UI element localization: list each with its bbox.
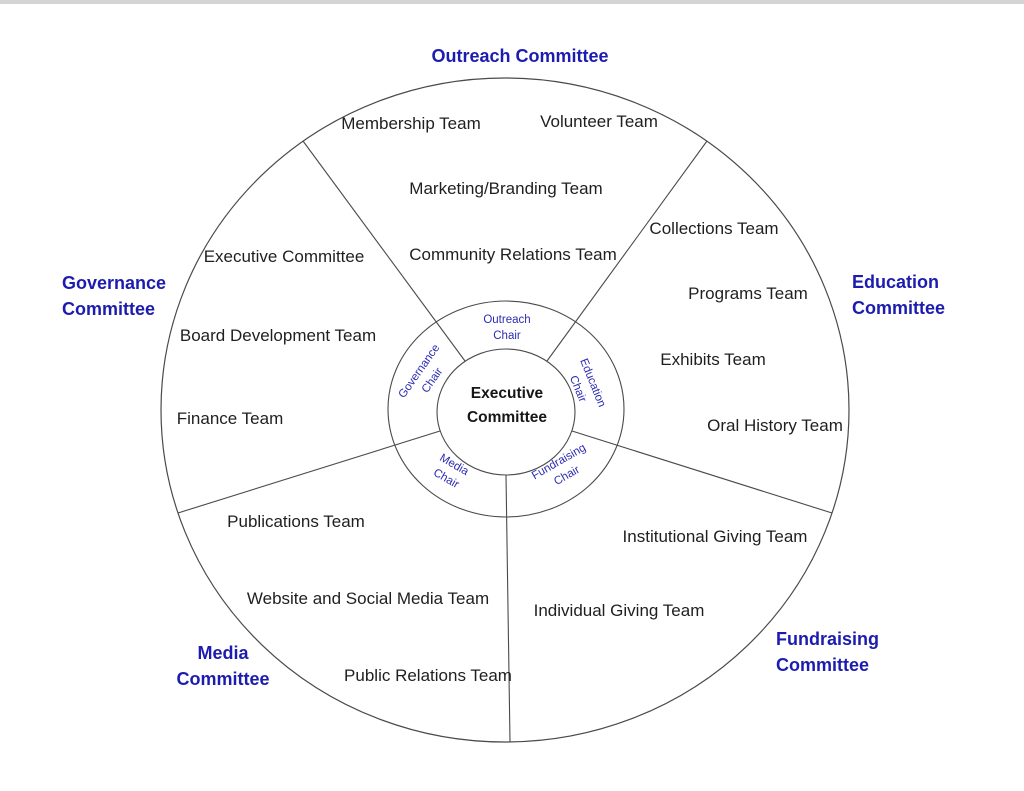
center-label-text: Executive xyxy=(470,385,544,402)
committee-label-text: Committee xyxy=(62,299,156,319)
chair-label-text: Outreach xyxy=(483,314,531,326)
team-label-exhibits: Exhibits Team xyxy=(660,350,766,369)
team-label-volunteer: Volunteer Team xyxy=(540,112,658,131)
sector-divider-education-fundraising xyxy=(571,430,833,514)
committee-label-text: Outreach Committee xyxy=(431,46,609,66)
center-label: Executive Committee xyxy=(467,382,547,430)
team-label-marketing-branding: Marketing/Branding Team xyxy=(409,179,603,198)
team-label-membership: Membership Team xyxy=(341,114,481,133)
team-label-public-relations: Public Relations Team xyxy=(344,666,512,685)
sector-divider-media-governance xyxy=(177,430,441,514)
committee-label-education: Education Committee xyxy=(852,269,945,321)
team-label-institutional-giving: Institutional Giving Team xyxy=(622,527,808,546)
team-label-publications: Publications Team xyxy=(227,512,365,531)
sector-divider-governance-outreach xyxy=(302,140,466,362)
team-label-finance: Finance Team xyxy=(176,409,284,428)
committee-label-text: Media xyxy=(197,643,249,663)
committee-label-text: Education xyxy=(852,272,940,292)
window-top-edge xyxy=(0,0,1024,4)
committee-label-text: Committee xyxy=(852,298,946,318)
committee-label-fundraising: Fundraising Committee xyxy=(776,626,879,678)
team-label-collections: Collections Team xyxy=(649,219,779,238)
committee-label-governance: Governance Committee xyxy=(62,270,166,322)
team-label-programs: Programs Team xyxy=(688,284,808,303)
sector-divider-fundraising-media xyxy=(505,474,511,743)
team-label-individual-giving: Individual Giving Team xyxy=(533,601,705,620)
inner-circle xyxy=(436,348,576,476)
team-label-website-social-media: Website and Social Media Team xyxy=(246,589,490,608)
team-label-executive-committee: Executive Committee xyxy=(203,247,365,266)
committee-label-outreach: Outreach Committee xyxy=(431,45,608,67)
center-label-text: Committee xyxy=(466,409,548,426)
committee-label-text: Committee xyxy=(176,669,270,689)
committee-label-text: Governance xyxy=(62,273,167,293)
sector-divider-outreach-education xyxy=(546,140,708,362)
chair-label-outreach: Outreach Chair xyxy=(483,312,530,344)
team-label-community-relations: Community Relations Team xyxy=(409,245,617,264)
committee-label-text: Committee xyxy=(776,655,870,675)
committee-label-text: Fundraising xyxy=(776,629,879,649)
team-label-board-development: Board Development Team xyxy=(179,326,377,345)
committee-label-media: Media Committee xyxy=(176,640,269,692)
team-label-oral-history: Oral History Team xyxy=(707,416,843,435)
chair-label-text: Chair xyxy=(493,330,521,342)
chair-ring-circle xyxy=(387,300,625,518)
